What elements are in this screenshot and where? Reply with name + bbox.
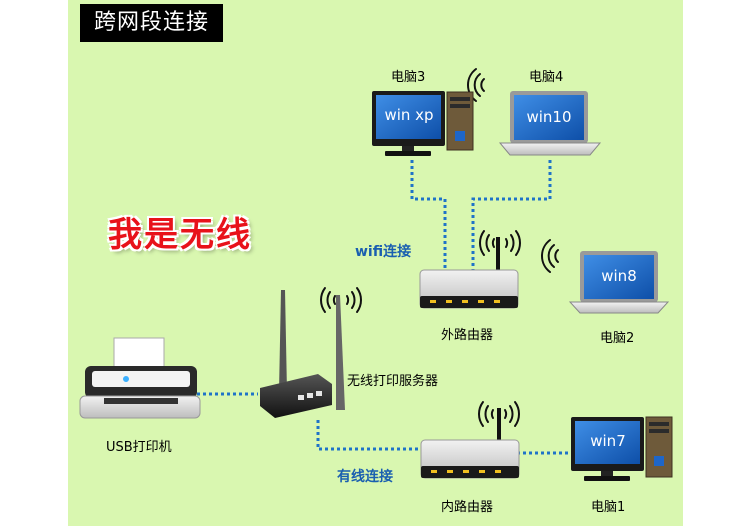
computer-4-label: 电脑4 — [529, 70, 564, 85]
printer-label: USB打印机 — [106, 440, 172, 455]
outer-router-icon — [419, 237, 519, 309]
usb-printer-icon — [79, 337, 201, 419]
wifi-icon — [479, 230, 521, 256]
computer-3-os-text: win xp — [384, 106, 433, 124]
link-pc4-outer-router — [471, 160, 552, 270]
wired-connection-label: 有线连接 — [337, 469, 393, 485]
wifi-icon — [320, 287, 362, 313]
computer-4-os-text: win10 — [526, 108, 571, 126]
computer-1-label: 电脑1 — [591, 500, 626, 515]
wifi-icon — [541, 239, 559, 273]
connection-lines — [197, 160, 573, 455]
page-title: 跨网段连接 — [80, 4, 223, 42]
link-pc3-outer-router — [410, 160, 447, 270]
wifi-connection-label: wifi连接 — [355, 244, 412, 260]
inner-router-label: 内路由器 — [441, 500, 494, 515]
link-server-inner-router — [316, 420, 420, 451]
computer-2-os-text: win8 — [601, 267, 637, 285]
wifi-signal-icons — [320, 68, 559, 427]
computer-2-label: 电脑2 — [600, 331, 635, 346]
inner-router-icon — [420, 408, 520, 479]
wireless-print-server-icon — [260, 290, 345, 418]
computer-1-os-text: win7 — [590, 432, 626, 450]
print-server-label: 无线打印服务器 — [347, 374, 439, 389]
slogan-text: 我是无线 — [108, 215, 252, 255]
computer-1-desktop-icon: win7 — [571, 416, 673, 481]
wifi-icon — [478, 401, 520, 427]
computer-3-label: 电脑3 — [391, 70, 426, 85]
computer-2-laptop-icon: win8 — [568, 251, 670, 314]
outer-router-label: 外路由器 — [441, 328, 494, 343]
computer-3-desktop-icon: win xp — [372, 91, 474, 156]
computer-4-laptop-icon: win10 — [498, 91, 602, 156]
